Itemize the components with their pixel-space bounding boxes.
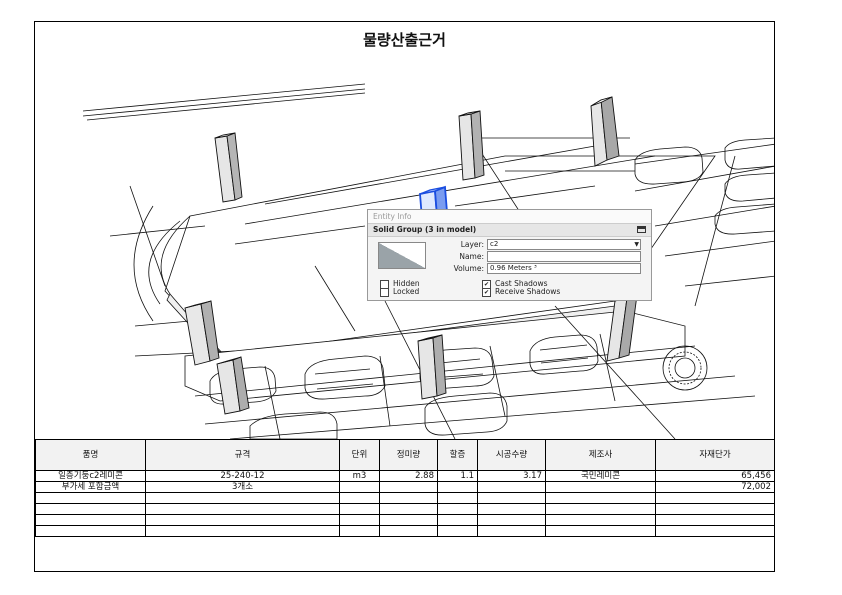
receive-shadows-check-icon[interactable]: ✔: [482, 287, 491, 297]
cell-unit-price: 65,456: [655, 470, 775, 482]
cell-empty: [545, 503, 656, 515]
cell-empty: [339, 514, 380, 526]
cell-unit: [339, 481, 380, 493]
cell-empty: [655, 525, 775, 537]
cell-unit: m3: [339, 470, 380, 482]
cell-surcharge: 1.1: [437, 470, 478, 482]
cell-spec: 3개소: [145, 481, 340, 493]
cell-empty: [35, 503, 146, 515]
table-row: 부가세 포함금액 3개소 72,002: [35, 481, 775, 493]
table-row: [35, 525, 775, 537]
cell-empty: [437, 492, 478, 504]
cell-empty: [655, 514, 775, 526]
header-unit: 단위: [339, 439, 380, 471]
hidden-label: Hidden: [393, 279, 420, 288]
locked-checkbox[interactable]: Locked: [380, 287, 419, 297]
cell-construction-quantity: [477, 481, 546, 493]
cell-manufacturer: 국민레미콘: [545, 470, 656, 482]
cell-surcharge: [437, 481, 478, 493]
cell-construction-quantity: 3.17: [477, 470, 546, 482]
cell-empty: [379, 514, 438, 526]
quantity-sheet: 물량산출근거: [34, 21, 775, 572]
cell-spec: 25-240-12: [145, 470, 340, 482]
volume-label: Volume:: [453, 264, 484, 273]
receive-shadows-checkbox[interactable]: ✔ Receive Shadows: [482, 287, 560, 297]
cell-manufacturer: [545, 481, 656, 493]
cell-empty: [437, 514, 478, 526]
cast-shadows-label: Cast Shadows: [495, 279, 548, 288]
layer-label: Layer:: [460, 240, 484, 249]
cell-empty: [35, 492, 146, 504]
model-view: Entity Info Solid Group (3 in model) Lay…: [35, 56, 774, 439]
cell-empty: [477, 514, 546, 526]
cell-empty: [437, 525, 478, 537]
table-row: [35, 503, 775, 515]
cell-empty: [145, 492, 340, 504]
cell-empty: [145, 514, 340, 526]
header-spec: 규격: [145, 439, 340, 471]
cell-empty: [477, 503, 546, 515]
cell-empty: [655, 492, 775, 504]
entity-info-title: Entity Info: [368, 210, 651, 223]
name-input[interactable]: [487, 251, 641, 262]
cell-empty: [35, 514, 146, 526]
header-manufacturer: 제조사: [545, 439, 656, 471]
entity-group-title: Solid Group (3 in model): [368, 223, 651, 237]
entity-info-panel[interactable]: Entity Info Solid Group (3 in model) Lay…: [367, 209, 652, 301]
header-item-name: 품명: [35, 439, 146, 471]
cell-empty: [545, 492, 656, 504]
cell-empty: [35, 525, 146, 537]
table-header-row: 품명 규격 단위 정미량 할증 시공수량 제조사 자재단가: [35, 439, 775, 471]
cell-empty: [145, 525, 340, 537]
volume-value: 0.96 Meters ³: [487, 263, 641, 274]
material-swatch[interactable]: [378, 242, 426, 269]
cell-empty: [655, 503, 775, 515]
quantity-table: 품명 규격 단위 정미량 할증 시공수량 제조사 자재단가 일층기둥c2레미콘 …: [35, 439, 775, 537]
group-title-text: Solid Group (3 in model): [373, 225, 477, 234]
cell-empty: [379, 525, 438, 537]
table-row: [35, 514, 775, 526]
cell-empty: [339, 503, 380, 515]
cell-empty: [339, 492, 380, 504]
header-surcharge: 할증: [437, 439, 478, 471]
cell-empty: [545, 514, 656, 526]
layer-select[interactable]: c2: [487, 239, 641, 250]
cell-unit-price: 72,002: [655, 481, 775, 493]
cell-item-name: 일층기둥c2레미콘: [35, 470, 146, 482]
cell-item-name: 부가세 포함금액: [35, 481, 146, 493]
receive-shadows-label: Receive Shadows: [495, 287, 561, 296]
header-net-quantity: 정미량: [379, 439, 438, 471]
pin-icon[interactable]: [637, 226, 646, 233]
header-unit-price: 자재단가: [655, 439, 775, 471]
cell-empty: [477, 492, 546, 504]
locked-label: Locked: [393, 287, 420, 296]
table-row: [35, 492, 775, 504]
cell-net-quantity: 2.88: [379, 470, 438, 482]
name-label: Name:: [459, 252, 484, 261]
cell-empty: [379, 492, 438, 504]
cell-empty: [145, 503, 340, 515]
document-title: 물량산출근거: [35, 22, 774, 57]
table-row: 일층기둥c2레미콘 25-240-12 m3 2.88 1.1 3.17 국민레…: [35, 470, 775, 482]
cell-empty: [437, 503, 478, 515]
header-construction-quantity: 시공수량: [477, 439, 546, 471]
cell-empty: [545, 525, 656, 537]
cell-net-quantity: [379, 481, 438, 493]
cell-empty: [379, 503, 438, 515]
cell-empty: [339, 525, 380, 537]
locked-check-box[interactable]: [380, 287, 389, 297]
cell-empty: [477, 525, 546, 537]
